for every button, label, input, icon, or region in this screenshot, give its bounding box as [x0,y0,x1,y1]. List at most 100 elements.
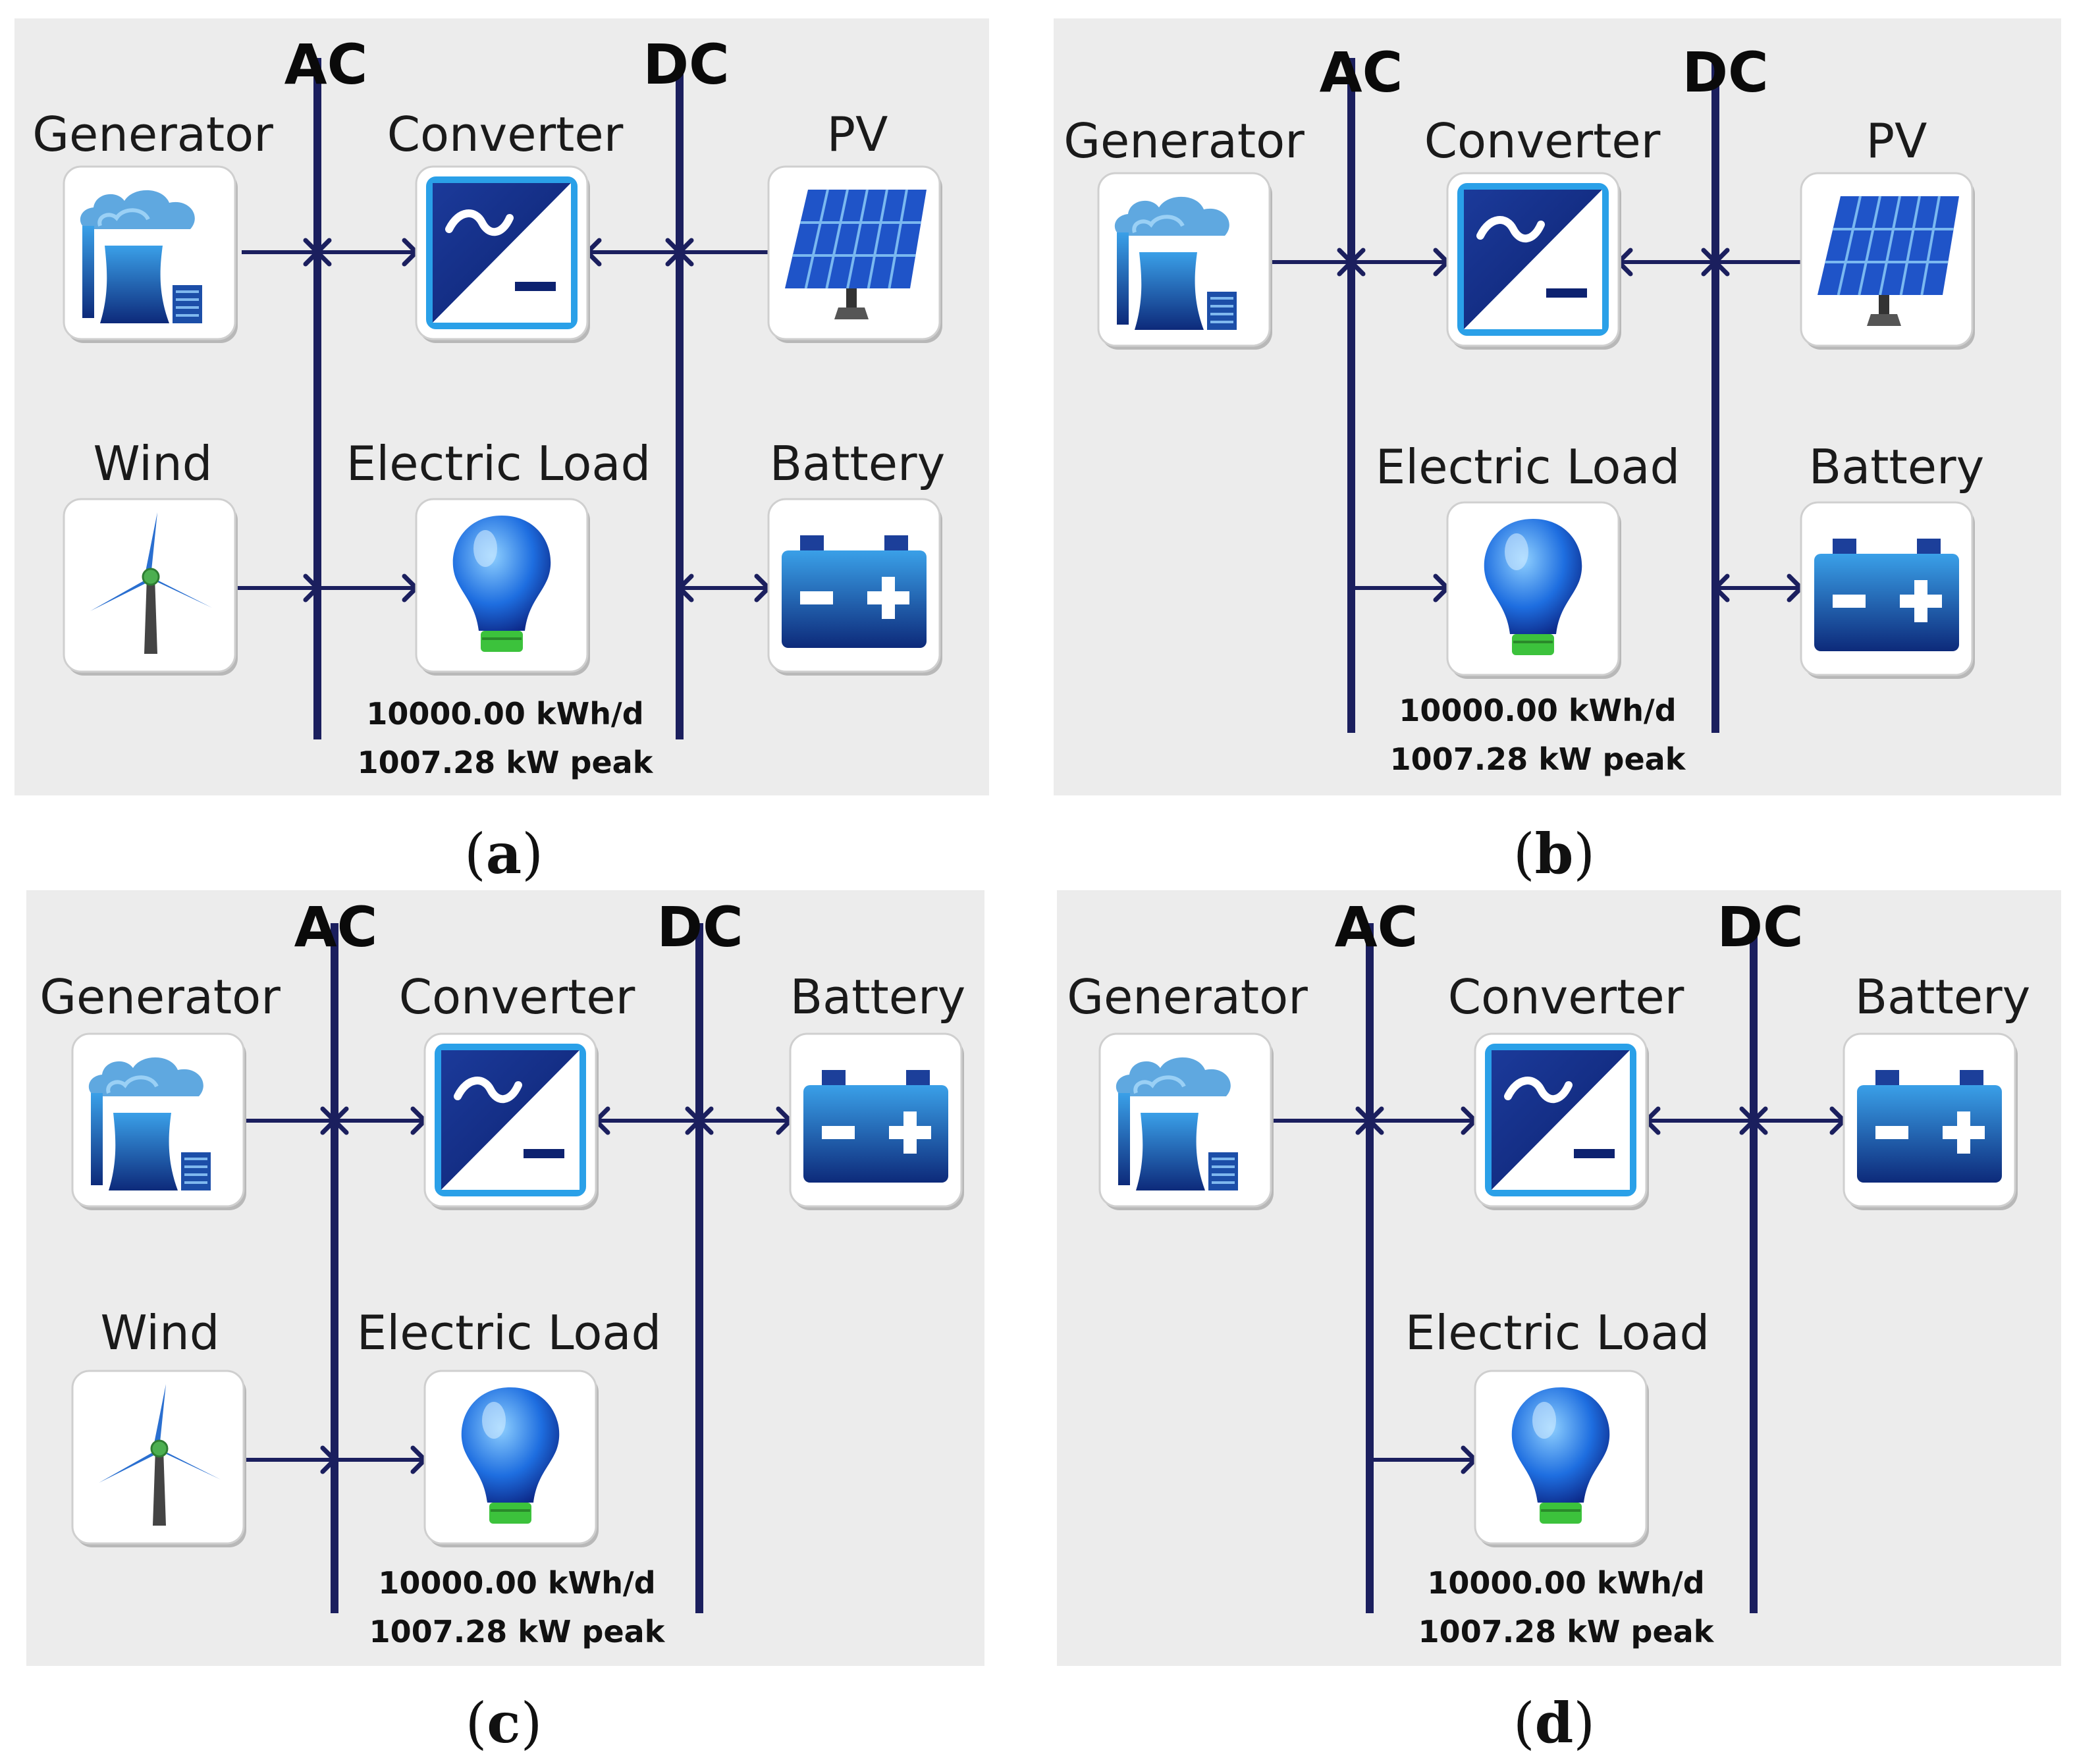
arrow-battery-dc [1713,574,1804,602]
wind-turbine-icon[interactable] [63,498,238,676]
caption-d: (d) [1513,1690,1596,1755]
arrow-converter-dc [1644,1106,1756,1135]
arrow-pv-dc [1713,248,1801,277]
generator-label: Generator [1067,969,1308,1025]
arrow-ac-converter [315,238,419,267]
diagram-panel-d: AC DC Generator Converter Battery Electr… [1057,890,2061,1666]
converter-label: Converter [1424,113,1661,169]
caption-letter: d [1534,1690,1574,1755]
pv-panel-icon[interactable] [767,165,942,343]
dc-bus-label: DC [1717,895,1804,959]
generator-icon[interactable] [63,165,238,343]
arrow-ac-load [335,1445,427,1474]
load-peak: 1007.28 kW peak [1389,741,1686,777]
load-info: 10000.00 kWh/d 1007.28 kW peak [358,690,653,787]
converter-label: Converter [1447,969,1684,1025]
arrow-converter-dc [585,238,682,267]
battery-label: Battery [790,969,966,1025]
battery-icon[interactable] [767,498,942,676]
load-peak: 1007.28 kW peak [1418,1613,1714,1649]
battery-icon[interactable] [789,1032,964,1210]
arrow-battery-dc [1751,1106,1846,1135]
arrow-wind-ac [244,1445,337,1474]
diagram-canvas [1098,923,2018,1613]
arrow-converter-dc [1616,248,1718,277]
arrow-generator-ac [242,238,320,267]
generator-label: Generator [1063,113,1305,169]
generator-icon[interactable] [1097,172,1272,350]
arrow-battery-dc [697,1106,793,1135]
load-energy: 10000.00 kWh/d [378,1565,656,1601]
load-info: 10000.00 kWh/d 1007.28 kW peak [1390,687,1686,784]
ac-bus-label: AC [284,32,368,97]
diagram-canvas [71,923,964,1613]
load-energy: 10000.00 kWh/d [1427,1565,1705,1601]
load-energy: 10000.00 kWh/d [366,696,644,732]
arrow-ac-converter [332,1106,427,1135]
diagram-panel-a: AC DC Generator Converter PV Wind Electr… [14,18,989,795]
caption-b: (b) [1513,821,1596,886]
battery-label: Battery [1808,439,1985,494]
load-info: 10000.00 kWh/d 1007.28 kW peak [1418,1559,1714,1656]
ac-bus-label: AC [294,895,378,959]
converter-icon[interactable] [415,165,590,343]
load-info: 10000.00 kWh/d 1007.28 kW peak [369,1559,665,1656]
arrow-battery-dc [677,574,771,602]
arrow-generator-ac [1271,1106,1372,1135]
battery-icon[interactable] [1800,501,1975,679]
caption-letter: c [487,1690,521,1755]
arrow-converter-dc [593,1106,702,1135]
arrow-ac-load [1351,574,1450,602]
dc-bus-label: DC [657,895,743,959]
lightbulb-icon[interactable] [1446,501,1621,679]
battery-label: Battery [769,436,946,491]
caption-letter: b [1534,821,1574,886]
load-energy: 10000.00 kWh/d [1399,693,1677,728]
arrow-ac-load [317,574,419,602]
wind-turbine-icon[interactable] [71,1370,246,1547]
arrow-pv-dc [677,238,768,267]
converter-icon[interactable] [1446,172,1621,350]
converter-label: Converter [387,107,624,162]
wind-label: Wind [93,436,213,491]
arrow-ac-converter [1367,1106,1478,1135]
converter-icon[interactable] [423,1032,599,1210]
arrow-generator-ac [1270,248,1354,277]
converter-label: Converter [398,969,635,1025]
wind-label: Wind [100,1305,220,1360]
pv-label: PV [1866,113,1927,169]
arrow-ac-load [1370,1445,1478,1474]
battery-label: Battery [1854,969,2031,1025]
load-peak: 1007.28 kW peak [369,1613,665,1649]
ac-bus-label: AC [1319,40,1403,105]
load-peak: 1007.28 kW peak [357,744,653,780]
caption-c: (c) [465,1690,543,1755]
generator-icon[interactable] [71,1032,246,1210]
dc-bus-label: DC [1682,40,1769,105]
lightbulb-icon[interactable] [423,1370,599,1547]
electric-load-label: Electric Load [356,1305,662,1360]
dc-bus-label: DC [643,32,730,97]
lightbulb-icon[interactable] [1474,1370,1649,1547]
converter-icon[interactable] [1474,1032,1649,1210]
ac-bus-label: AC [1334,895,1418,959]
electric-load-label: Electric Load [1405,1305,1710,1360]
pv-panel-icon[interactable] [1800,172,1975,350]
arrow-ac-converter [1349,248,1450,277]
electric-load-label: Electric Load [1375,439,1681,494]
generator-label: Generator [32,107,273,162]
diagram-panel-c: AC DC Generator Converter Battery Wind E… [26,890,984,1666]
pv-label: PV [826,107,888,162]
battery-icon[interactable] [1843,1032,2018,1210]
arrow-wind-ac [235,574,320,602]
arrow-generator-ac [244,1106,337,1135]
caption-a: (a) [464,821,543,886]
diagram-canvas [63,58,942,739]
caption-letter: a [485,821,522,886]
electric-load-label: Electric Load [346,436,651,491]
diagram-panel-b: AC DC Generator Converter PV Electric Lo… [1054,18,2061,795]
generator-label: Generator [40,969,281,1025]
diagram-canvas [1097,58,1975,733]
lightbulb-icon[interactable] [415,498,590,676]
generator-icon[interactable] [1098,1032,1274,1210]
